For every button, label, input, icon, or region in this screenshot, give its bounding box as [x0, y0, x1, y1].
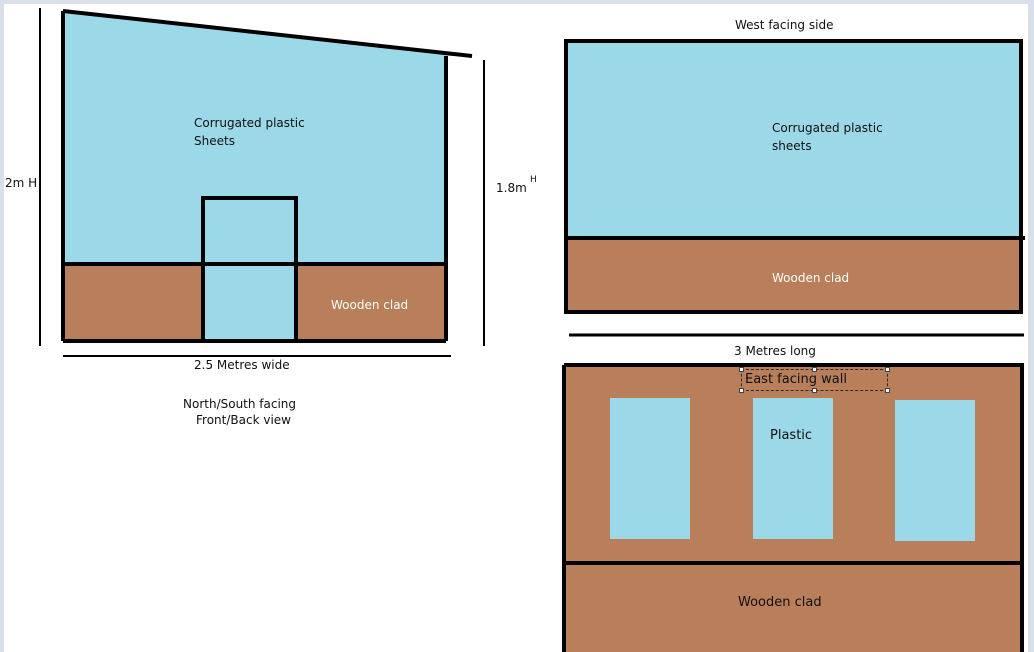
west-length-label: 3 Metres long [734, 344, 816, 358]
west-plastic-label-line2: sheets [772, 139, 812, 153]
west-plastic-label-line1: Corrugated plastic [772, 121, 883, 135]
east-wood-label: Wooden clad [738, 595, 822, 610]
east-view [562, 363, 1024, 652]
front-height-right-label: 1.8m [496, 181, 527, 195]
canvas-frame-top [0, 0, 1034, 4]
front-wood-panel-left [63, 264, 203, 341]
east-title: East facing wall [745, 372, 847, 387]
east-plastic-label: Plastic [770, 428, 813, 443]
east-window-middle [753, 398, 833, 539]
front-caption-line1: North/South facing [183, 397, 297, 411]
front-door-outline [201, 196, 298, 343]
west-view [564, 39, 1025, 337]
west-wood-label: Wooden clad [772, 271, 850, 285]
front-plastic-label-line2: Sheets [194, 134, 235, 148]
west-outline [564, 39, 1023, 314]
front-wood-panel-right [296, 264, 446, 341]
front-width-label: 2.5 Metres wide [194, 358, 290, 372]
selection-handle[interactable] [812, 388, 817, 393]
west-title: West facing side [735, 18, 834, 32]
selection-handle[interactable] [885, 367, 890, 372]
selection-handle[interactable] [885, 388, 890, 393]
selection-handle[interactable] [812, 367, 817, 372]
front-caption-line2: Front/Back view [196, 413, 291, 427]
front-wood-label: Wooden clad [331, 298, 409, 312]
west-wood-panel [566, 238, 1021, 312]
front-view [39, 8, 485, 357]
canvas-frame-left [0, 0, 4, 652]
front-plastic-label-line1: Corrugated plastic [194, 116, 305, 130]
selection-handle[interactable] [739, 388, 744, 393]
front-door [203, 198, 296, 341]
selection-handle[interactable] [739, 367, 744, 372]
east-window-right [895, 400, 975, 541]
west-plastic-panel [566, 41, 1021, 238]
front-plastic-panel [63, 11, 472, 264]
front-height-right-sup: H [530, 175, 537, 185]
text-selection-box[interactable] [739, 367, 890, 393]
east-window-left [610, 398, 690, 539]
front-roof-line [62, 9, 473, 58]
front-height-left-label: 2m H [5, 176, 38, 190]
canvas-frame-right [1028, 0, 1034, 652]
